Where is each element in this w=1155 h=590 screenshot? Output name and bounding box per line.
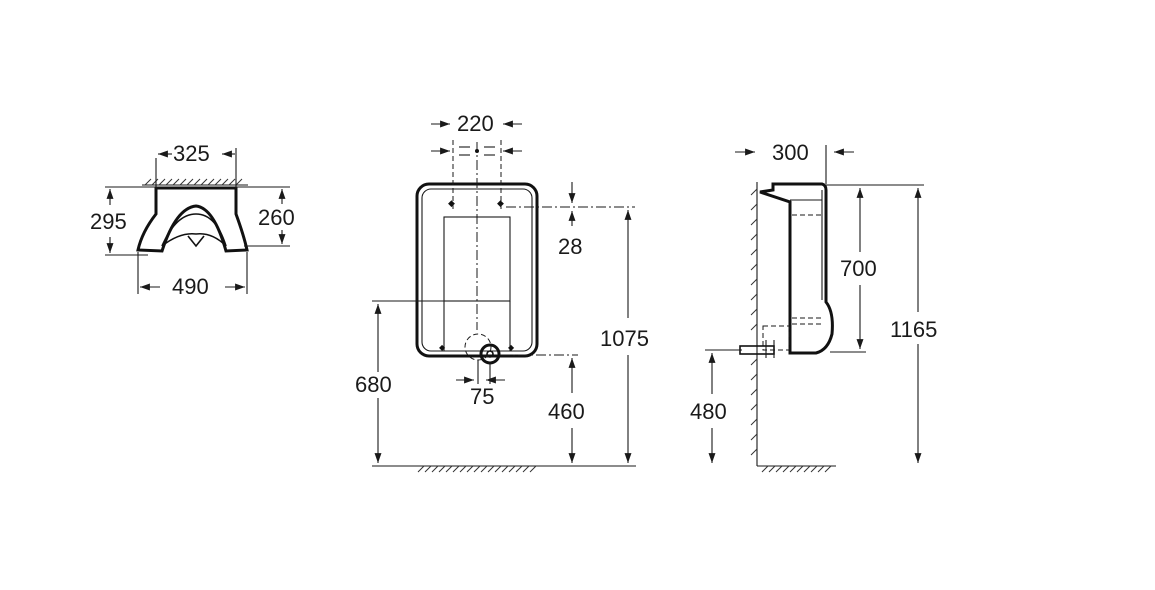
dim-300-label: 300 bbox=[772, 140, 809, 165]
side-view-body bbox=[759, 182, 834, 355]
svg-text:◆: ◆ bbox=[448, 199, 455, 209]
side-view-connection bbox=[762, 325, 790, 351]
top-view-drain bbox=[187, 235, 205, 248]
svg-text:◆: ◆ bbox=[439, 343, 446, 352]
top-view: 325 490 295 260 bbox=[90, 141, 295, 299]
dim-680-label: 680 bbox=[355, 372, 392, 397]
side-view: 300 1165 700 480 bbox=[690, 140, 937, 473]
dim-1165-label: 1165 bbox=[890, 317, 937, 342]
dim-460-label: 460 bbox=[548, 399, 585, 424]
top-view-outline bbox=[136, 186, 249, 253]
svg-text:◆: ◆ bbox=[508, 343, 515, 352]
dim-325-label: 325 bbox=[173, 141, 210, 166]
dim-260-label: 260 bbox=[258, 205, 295, 230]
dim-28-label: 28 bbox=[558, 234, 582, 259]
dim-75-label: 75 bbox=[470, 384, 494, 409]
dim-1075-label: 1075 bbox=[600, 326, 649, 351]
top-view-wall-hatch bbox=[142, 178, 248, 186]
dim-220-label: 220 bbox=[457, 111, 494, 136]
top-view-bowl bbox=[161, 213, 227, 247]
dim-480-label: 480 bbox=[690, 399, 727, 424]
front-view-outlet bbox=[479, 343, 501, 365]
dim-295-label: 295 bbox=[90, 209, 127, 234]
front-view: ◆ ◆ ◆ ◆ 220 28 1075 68 bbox=[355, 111, 649, 473]
dim-490-label: 490 bbox=[172, 274, 209, 299]
dim-700-label: 700 bbox=[840, 256, 877, 281]
